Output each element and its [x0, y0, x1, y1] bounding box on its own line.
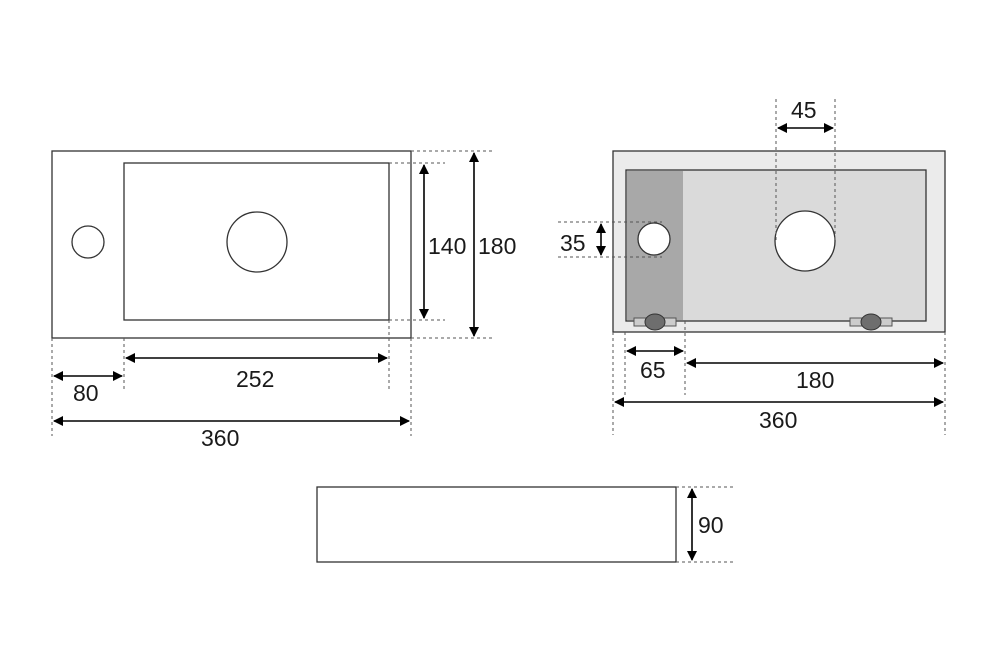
- dimension-total-depth: 180: [478, 233, 516, 259]
- dimension-height: 90: [698, 512, 724, 538]
- dimension-inner-width: 252: [236, 366, 274, 392]
- mounting-bracket: [633, 313, 677, 331]
- bottom-view-drain-hole: [774, 210, 836, 272]
- top-view-basin-outline: [123, 162, 390, 321]
- top-view-tap-hole: [71, 225, 105, 259]
- mounting-bracket: [849, 313, 893, 331]
- bottom-view: 45 35 65 180 360: [558, 97, 946, 435]
- dimension-drain-width: 45: [791, 97, 817, 123]
- dimension-tap-hole: 35: [560, 230, 586, 256]
- dimension-total-width: 360: [201, 425, 239, 451]
- side-view-outline: [316, 486, 677, 563]
- top-view-drain-hole: [226, 211, 288, 273]
- dimension-inner-depth: 140: [428, 233, 466, 259]
- top-view-outer-outline: [51, 150, 412, 339]
- bottom-view-tap-hole: [637, 222, 671, 256]
- top-view: 140 180 252 80 360: [51, 150, 516, 451]
- dimension-total-width: 360: [759, 407, 797, 433]
- dimension-offset: 80: [73, 380, 99, 406]
- side-view: 90: [316, 486, 736, 563]
- dimension-span: 180: [796, 367, 834, 393]
- dimension-offset: 65: [640, 357, 666, 383]
